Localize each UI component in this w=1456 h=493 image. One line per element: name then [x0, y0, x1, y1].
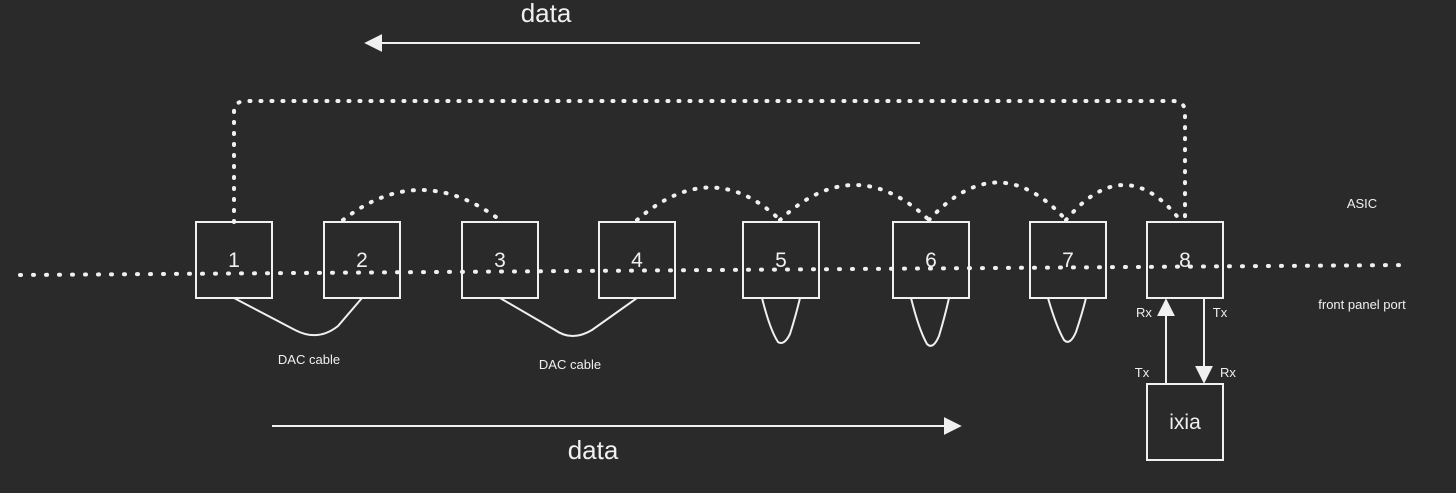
rx-label-port8: Rx	[1136, 305, 1152, 320]
dac-cable-1-2	[233, 297, 363, 337]
port-label-8: 8	[1179, 249, 1191, 272]
data-label-top: data	[521, 0, 572, 28]
ixia-label: ixia	[1169, 411, 1201, 434]
asic-link-4-5	[635, 185, 782, 222]
loopback-plug-5	[761, 297, 801, 344]
asic-label: ASIC	[1347, 196, 1377, 211]
asic-link-2-3	[341, 188, 502, 222]
port-box-7	[1029, 221, 1107, 299]
port-label-6: 6	[925, 249, 937, 272]
ports: 1 2 3 4 5 6 7 8	[195, 221, 1224, 299]
asic-link-6-7	[927, 180, 1068, 222]
port-label-7: 7	[1062, 249, 1074, 272]
asic-link-7-8	[1064, 183, 1182, 222]
dac-cable-label-1: DAC cable	[278, 352, 340, 367]
port-label-5: 5	[775, 249, 787, 272]
port-box-5	[742, 221, 820, 299]
port-label-2: 2	[356, 249, 368, 272]
port-label-3: 3	[494, 249, 506, 272]
port-box-8	[1146, 221, 1224, 299]
tx-label-port8: Tx	[1213, 305, 1228, 320]
port-label-1: 1	[228, 249, 240, 272]
port-label-4: 4	[631, 249, 643, 272]
loopback-plug-6	[910, 297, 950, 347]
tx-label-ixia: Tx	[1135, 365, 1150, 380]
rx-label-ixia: Rx	[1220, 365, 1236, 380]
dac-cable-3-4	[499, 297, 638, 337]
data-label-bottom: data	[568, 435, 619, 465]
loopback-plug-7	[1047, 297, 1087, 343]
dac-cable-label-2: DAC cable	[539, 357, 601, 372]
port-box-6	[892, 221, 970, 299]
asic-loopback-path	[232, 99, 1187, 224]
asic-front-panel-boundary	[18, 263, 1412, 277]
ixia-box	[1146, 383, 1224, 461]
asic-link-5-6	[778, 183, 931, 222]
front-panel-port-label: front panel port	[1318, 297, 1406, 312]
